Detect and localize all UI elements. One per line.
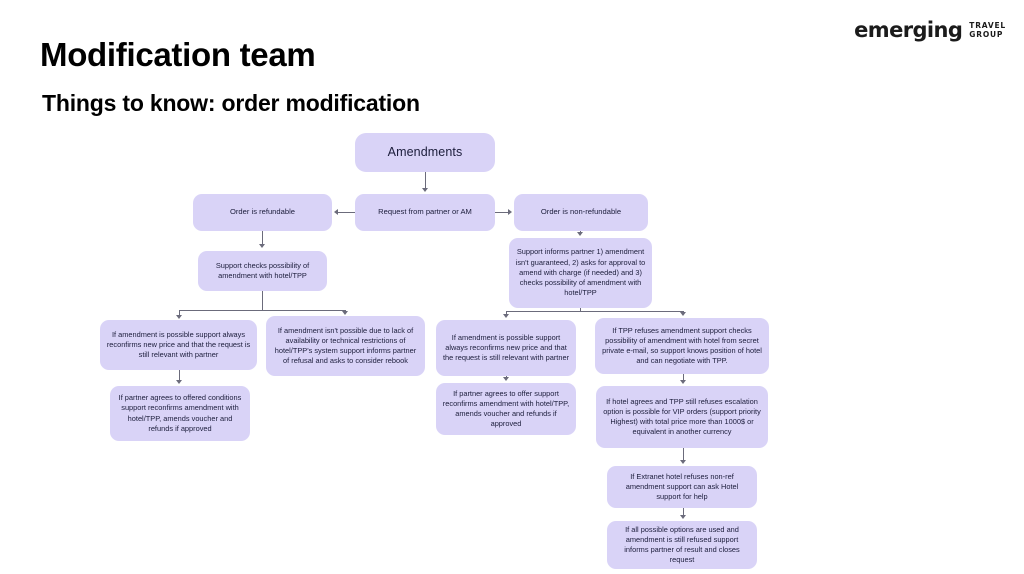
node-refundable-partner-agrees[interactable]: If partner agrees to offered conditions … — [110, 386, 250, 441]
connector-request-to-non-refundable — [495, 212, 510, 213]
connector-extranet-to-closes — [683, 508, 684, 516]
connector-escalation-to-extranet — [683, 448, 684, 461]
arrowhead-escalation-to-extranet — [680, 460, 686, 464]
page-title: Modification team — [40, 36, 316, 73]
node-order-refundable[interactable]: Order is refundable — [193, 194, 332, 231]
arrowhead-split-to-amendment-possible — [176, 315, 182, 319]
node-request-from-partner[interactable]: Request from partner or AM — [355, 194, 495, 231]
brand-logo-line1: TRAVEL — [969, 21, 1006, 31]
arrowhead-possible-to-partner-agrees — [176, 380, 182, 384]
brand-logo-line2: GROUP — [969, 29, 1004, 39]
node-order-non-refundable[interactable]: Order is non-refundable — [514, 194, 648, 231]
connector-tpp-to-escalation — [683, 374, 684, 381]
connector-request-to-refundable — [338, 212, 355, 213]
arrowhead-nonrefundable-to-support-informs — [577, 232, 583, 236]
node-refundable-amendment-not-possible[interactable]: If amendment isn't possible due to lack … — [266, 316, 425, 376]
brand-logo-subtext: TRAVEL GROUP — [969, 21, 1006, 39]
node-closes-request[interactable]: If all possible options are used and ame… — [607, 521, 757, 569]
node-refundable-amendment-possible[interactable]: If amendment is possible support always … — [100, 320, 257, 370]
node-escalation-vip[interactable]: If hotel agrees and TPP still refuses es… — [596, 386, 768, 448]
connector-possible-to-partner-agrees — [179, 370, 180, 381]
connector-support-informs-drop — [580, 308, 581, 311]
brand-logo-wordmark: emerging — [854, 18, 963, 42]
arrowhead-split-to-tpp-refuses — [680, 312, 686, 316]
arrowhead-split-to-amendment-not-possible — [342, 311, 348, 315]
node-nonref-amendment-possible[interactable]: If amendment is possible support always … — [436, 320, 576, 376]
node-extranet-hotel-refuses[interactable]: If Extranet hotel refuses non-ref amendm… — [607, 466, 757, 508]
page-subtitle: Things to know: order modification — [42, 90, 420, 116]
node-nonref-partner-agrees[interactable]: If partner agrees to offer support recon… — [436, 383, 576, 435]
arrowhead-extranet-to-closes — [680, 515, 686, 519]
connector-right-split-left-stem — [506, 311, 507, 315]
arrowhead-root-to-request — [422, 188, 428, 192]
arrowhead-tpp-to-escalation — [680, 380, 686, 384]
connector-support-checks-drop — [262, 291, 263, 310]
node-support-checks-possibility[interactable]: Support checks possibility of amendment … — [198, 251, 327, 291]
connector-split-left-stem — [179, 310, 180, 316]
node-amendments[interactable]: Amendments — [355, 133, 495, 172]
arrowhead-request-to-non-refundable — [508, 209, 512, 215]
node-support-informs-partner[interactable]: Support informs partner 1) amendment isn… — [509, 238, 652, 308]
connector-root-to-request — [425, 172, 426, 190]
node-tpp-refuses[interactable]: If TPP refuses amendment support checks … — [595, 318, 769, 374]
arrowhead-request-to-refundable — [334, 209, 338, 215]
arrowhead-refundable-to-support-checks — [259, 244, 265, 248]
connector-refundable-to-support-checks — [262, 231, 263, 245]
arrowhead-nonref-possible-to-agrees — [503, 377, 509, 381]
connector-support-checks-split-bar — [179, 310, 346, 311]
brand-logo: emerging TRAVEL GROUP — [854, 20, 1006, 41]
arrowhead-split-to-nonref-possible — [503, 314, 509, 318]
connector-support-informs-split-bar — [506, 311, 683, 312]
